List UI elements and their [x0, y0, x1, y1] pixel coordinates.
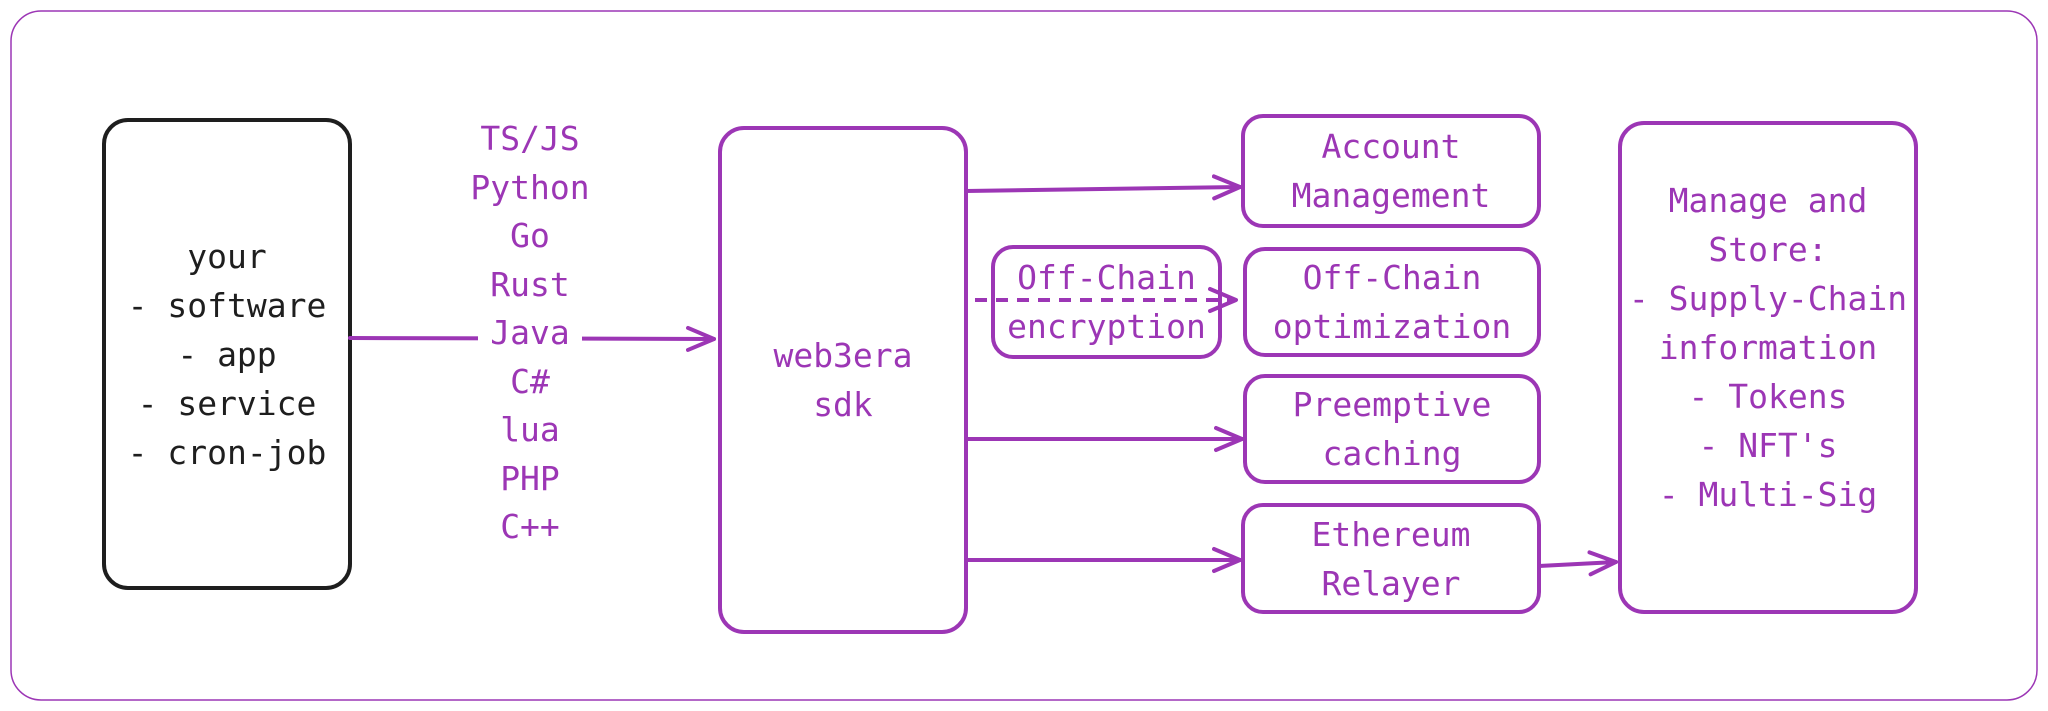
store-box — [1618, 121, 1918, 614]
store-line: - NFT's — [1698, 426, 1838, 465]
store-line: - Multi-Sig — [1658, 475, 1878, 514]
store-line: Store: — [1708, 230, 1828, 269]
client-box — [102, 118, 352, 590]
language-list: TS/JS Python Go Rust Java C# lua PHP C++ — [420, 115, 640, 552]
encryption-label: Off-Chain encryption — [993, 247, 1220, 357]
store-label: Manage and Store: - Supply-Chain informa… — [1620, 123, 1916, 519]
language-item: Python — [458, 163, 602, 212]
ethereum-relayer-box — [1241, 503, 1541, 614]
module-line: optimization — [1272, 307, 1512, 346]
arrow-sdk-to-account-management — [964, 174, 1242, 201]
off-chain-optimization-label: Off-Chain optimization — [1245, 249, 1539, 355]
language-item: Go — [498, 212, 562, 261]
language-item: PHP — [488, 454, 572, 503]
module-line: Management — [1291, 176, 1491, 215]
language-item: Rust — [478, 260, 582, 309]
sdk-box — [718, 126, 968, 634]
account-management-label: Account Management — [1243, 116, 1539, 226]
module-line: caching — [1322, 434, 1462, 473]
client-line: - software — [127, 285, 327, 325]
language-item: Java — [478, 309, 582, 358]
client-line: your — [187, 236, 267, 276]
sdk-line: web3era — [773, 336, 913, 375]
preemptive-caching-box — [1243, 374, 1541, 484]
module-line: Off-Chain — [1302, 258, 1482, 297]
encryption-line: encryption — [1007, 307, 1206, 346]
language-item: C++ — [488, 503, 572, 552]
outer-frame — [10, 10, 2038, 701]
client-line: - cron-job — [127, 432, 327, 472]
store-line: - Supply-Chain — [1628, 279, 1908, 318]
ethereum-relayer-label: Ethereum Relayer — [1243, 505, 1539, 612]
arrow-relayer-to-store — [1537, 550, 1618, 577]
language-item: lua — [488, 406, 572, 455]
sdk-label: web3era sdk — [720, 128, 966, 632]
store-line: - Tokens — [1688, 377, 1848, 416]
client-line: - service — [137, 383, 317, 423]
module-line: Account — [1321, 127, 1461, 166]
client-label: your - software - app - service - cron-j… — [104, 120, 350, 588]
sdk-line: sdk — [813, 385, 873, 424]
language-item: TS/JS — [468, 115, 592, 164]
store-line: information — [1658, 328, 1878, 367]
off-chain-optimization-box — [1243, 247, 1541, 357]
client-line: - app — [177, 334, 277, 374]
store-line: Manage and — [1668, 181, 1868, 220]
module-line: Relayer — [1321, 563, 1461, 603]
language-item: C# — [498, 357, 562, 406]
module-line: Preemptive — [1292, 385, 1492, 424]
module-line: Ethereum — [1311, 514, 1471, 554]
encryption-line: Off-Chain — [1017, 258, 1196, 297]
preemptive-caching-label: Preemptive caching — [1245, 376, 1539, 482]
account-management-box — [1241, 114, 1541, 228]
